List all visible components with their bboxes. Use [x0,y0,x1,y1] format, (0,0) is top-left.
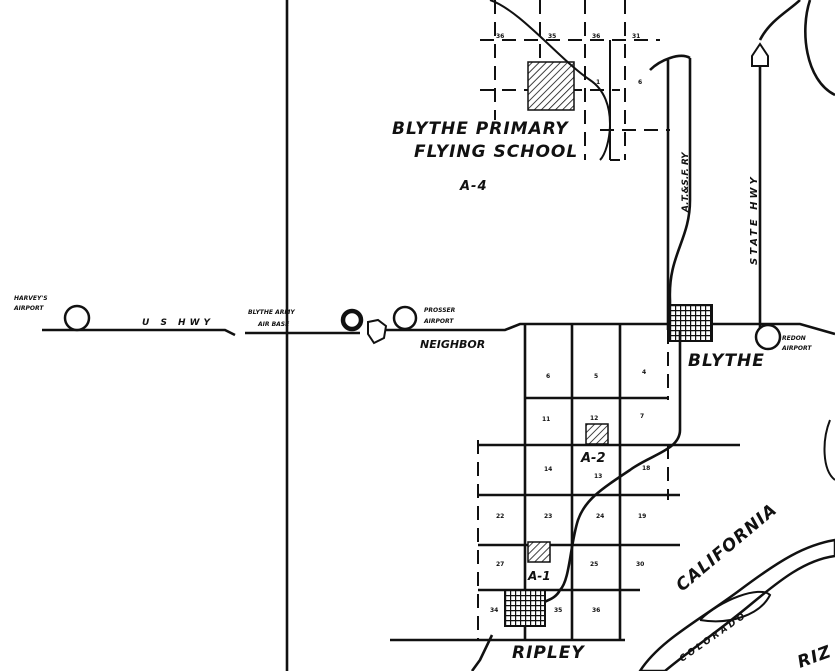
section-number: 18 [642,465,650,472]
section-number: 35 [554,607,562,614]
section-number: 5 [594,373,598,380]
river-edge [823,419,835,481]
blythe-town-icon [669,304,713,342]
prosser-airport-label-1: PROSSER [424,307,456,314]
railroad-south [539,330,682,607]
harveys-airport-label-1: HARVEY'S [14,295,48,302]
section-number: 1 [596,79,600,86]
prosser-airport-icon [392,305,418,331]
arizona-label: RIZ [795,642,834,671]
school-name-line1: BLYTHE PRIMARY [392,119,569,139]
section-number: 31 [632,33,640,40]
section-number: 14 [544,466,552,473]
harveys-airport-label-2: AIRPORT [13,305,44,312]
top-section-grid [480,0,670,161]
redon-airport-icon [754,323,782,351]
harveys-airport-icon [63,304,91,332]
school-name-line2: FLYING SCHOOL [414,142,578,162]
section-number: 6 [638,79,642,86]
section-number: 36 [496,33,504,40]
army-air-base-icon [340,308,364,332]
field-a2 [585,423,609,445]
field-a1-label: A-1 [527,569,551,583]
lower-section-grid [390,325,740,671]
section-number: 30 [636,561,644,568]
field-a2-label: A-2 [580,451,606,466]
section-number: 22 [496,513,504,520]
flying-school-field [527,61,575,111]
us-shield-icon [367,318,388,345]
section-number: 27 [496,561,504,568]
section-number: 24 [596,513,604,520]
army-air-base-label-1: BLYTHE ARMY [248,309,295,316]
section-number: 12 [590,415,598,422]
neighbor-label: NEIGHBOR [420,338,485,351]
section-number: 36 [592,607,600,614]
redon-airport-label-2: AIRPORT [781,345,812,352]
blythe-label: BLYTHE [688,351,765,371]
state-hwy-label: STATE HWY [749,174,760,265]
section-number: 13 [594,473,602,480]
railroad [649,54,692,330]
field-a1 [527,541,551,563]
road-northeast [758,0,801,41]
section-number: 11 [542,416,550,423]
section-number: 36 [592,33,600,40]
section-number: 7 [640,413,644,420]
army-air-base-label-2: AIR BASE [257,321,290,328]
section-number: 35 [548,33,556,40]
us-hwy-label: U S HWY [142,318,214,328]
railroad-label: A.T.&S.F. RY [681,151,691,213]
section-number: 19 [638,513,646,520]
ripley-town-icon [504,589,546,627]
ripley-label: RIPLEY [512,643,585,663]
section-numbers: 6 5 4 11 12 7 14 13 18 22 23 24 19 27 25… [490,33,650,614]
colorado-river [638,538,835,671]
section-number: 4 [642,369,646,376]
section-number: 34 [490,607,498,614]
redon-airport-label-1: REDON [782,335,806,342]
prosser-airport-label-2: AIRPORT [423,318,454,325]
highway-shield-icon [751,42,769,67]
school-code: A-4 [459,179,488,194]
river-bend [804,0,835,97]
section-number: 6 [546,373,550,380]
section-number: 25 [590,561,598,568]
river-island [699,590,772,623]
section-number: 23 [544,513,552,520]
